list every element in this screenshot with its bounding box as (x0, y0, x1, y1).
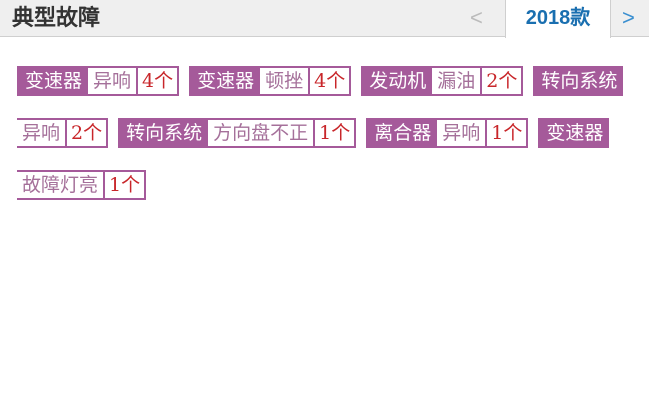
fault-count[interactable]: 1个 (313, 118, 357, 148)
fault-issue[interactable]: 顿挫 (260, 66, 309, 96)
fault-count[interactable]: 1个 (103, 170, 147, 200)
fault-system[interactable]: 变速器 (17, 66, 89, 96)
fault-system[interactable]: 转向系统 (118, 118, 209, 148)
fault-issue[interactable]: 方向盘不正 (208, 118, 314, 148)
fault-count[interactable]: 2个 (480, 66, 524, 96)
fault-count[interactable]: 4个 (308, 66, 352, 96)
fault-issue[interactable]: 异响 (88, 66, 137, 96)
fault-system[interactable]: 离合器 (366, 118, 438, 148)
section-title: 典型故障 (12, 5, 101, 30)
fault-issue[interactable]: 故障灯亮 (17, 170, 104, 200)
fault-issue[interactable]: 漏油 (432, 66, 481, 96)
fault-count[interactable]: 1个 (485, 118, 529, 148)
next-arrow-button[interactable]: > (622, 5, 635, 30)
fault-count[interactable]: 2个 (65, 118, 109, 148)
fault-system[interactable]: 变速器 (538, 118, 610, 148)
fault-count[interactable]: 4个 (136, 66, 180, 96)
fault-system[interactable]: 发动机 (361, 66, 433, 96)
fault-system[interactable]: 变速器 (189, 66, 261, 96)
prev-arrow-button[interactable]: < (470, 5, 483, 30)
fault-system[interactable]: 转向系统 (533, 66, 624, 96)
fault-issue[interactable]: 异响 (17, 118, 66, 148)
fault-issue[interactable]: 异响 (437, 118, 486, 148)
tab-2018[interactable]: 2018款 (505, 0, 611, 38)
header-bar: 典型故障 < 2018款 > (0, 0, 649, 38)
